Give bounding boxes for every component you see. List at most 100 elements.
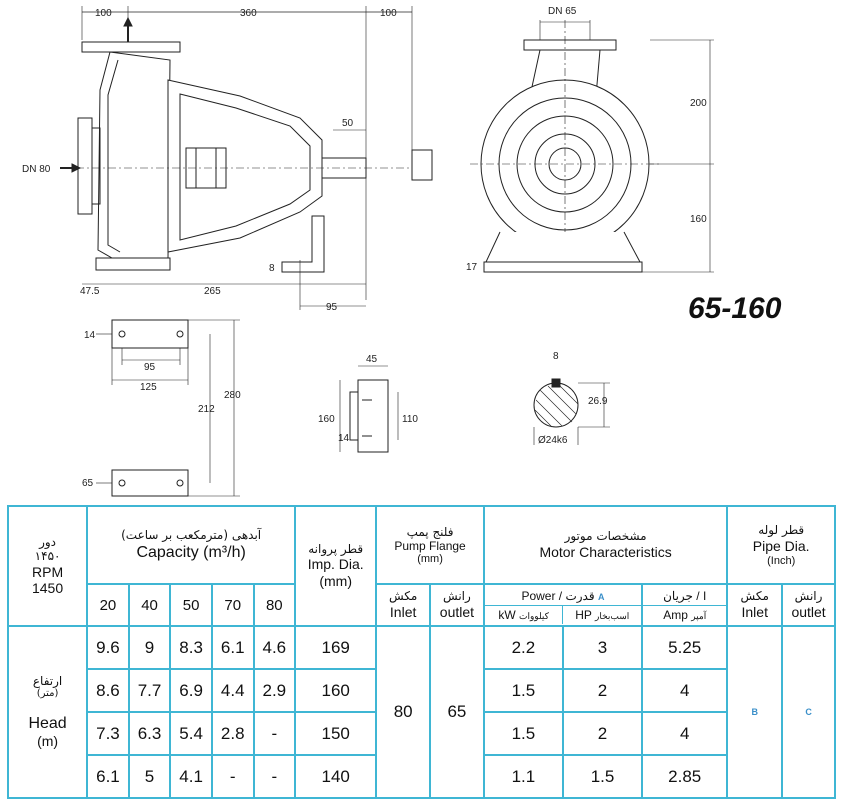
flow-80: 80: [252, 583, 297, 627]
dim-side-200: 200: [690, 98, 707, 109]
head-value: 5: [127, 754, 172, 799]
imp-dia-value: 150: [294, 711, 378, 756]
dim-foot-280: 280: [224, 390, 241, 401]
imp-dia-value: 140: [294, 754, 378, 799]
hp-en: HP: [575, 607, 592, 622]
power-label: Power / قدرت: [521, 588, 595, 603]
pipe-outlet-header: رانش outlet: [781, 583, 836, 627]
head-value: 8.3: [169, 625, 213, 670]
dim-foot-65: 65: [82, 478, 94, 489]
current-label: جریان / I: [643, 587, 727, 606]
pump-drawing: 100 360 100 DN 65 DN 80 50 8 47.5 265 95…: [22, 6, 714, 497]
dim-base-8: 8: [269, 263, 275, 274]
head-cell: ارتفاع (متر) Head (m): [6, 625, 89, 799]
pipe-inlet-header: مکش Inlet: [726, 583, 784, 627]
head-value: 4.4: [210, 668, 255, 713]
amp-fa: آمپر: [691, 610, 707, 621]
head-value: -: [252, 754, 297, 799]
table-row: ارتفاع (متر) Head (m) 9.6 9 8.3 6.1 4.6 …: [6, 625, 836, 799]
capacity-fa: آبدهی (مترمکعب بر ساعت): [121, 528, 262, 543]
pipe-outlet-fa: رانش: [794, 589, 823, 604]
spec-table: دور ۱۴۵۰ RPM 1450 آبدهی (مترمکعب بر ساعت…: [6, 505, 836, 799]
table-row: 7.3 6.3 5.4 2.8 - 150 1.5 2 4: [8, 711, 835, 756]
amp-value: 2.85: [641, 754, 729, 799]
pipe-header: قطر لوله Pipe Dia. (Inch): [726, 505, 836, 585]
dim-top-360: 360: [240, 8, 257, 19]
imp-dia-header: قطر پروانه Imp. Dia. (mm): [294, 505, 378, 627]
inlet-fa: مکش: [388, 589, 418, 604]
table-row: 8.6 7.7 6.9 4.4 2.9 160 1.5 2 4: [8, 668, 835, 713]
head-fa: ارتفاع: [32, 673, 63, 688]
outlet-flange: [81, 41, 181, 53]
head-value: -: [252, 711, 297, 756]
pipe-inlet-fa: مکش: [740, 589, 769, 604]
motor-header: مشخصات موتور Motor Characteristics: [482, 505, 729, 585]
head-value: 6.3: [127, 711, 172, 756]
dim-top-right-100: 100: [380, 8, 397, 19]
flange-en: Pump Flange: [394, 539, 466, 553]
dim-key-8: 8: [553, 351, 559, 362]
imp-en: Imp. Dia.: [307, 556, 364, 573]
pump-flange-header: فلنج پمپ Pump Flange (mm): [375, 505, 485, 585]
kw-value: 2.2: [482, 625, 564, 670]
imp-dia-value: 160: [294, 668, 378, 713]
pipe-en: Pipe Dia.: [752, 537, 810, 554]
amp-value: 4: [641, 711, 729, 756]
amp-value: 4: [641, 668, 729, 713]
head-value: 9.6: [86, 625, 130, 670]
amp-value: 5.25: [641, 625, 729, 670]
dim-foot-212: 212: [198, 404, 215, 415]
pipe-outlet-value: C: [781, 625, 836, 799]
inlet-header: مکش Inlet: [375, 583, 432, 627]
dim-base-265: 265: [204, 286, 221, 297]
table-row: 6.1 5 4.1 - - 140 1.1 1.5 2.85: [8, 754, 835, 799]
head-value: 8.6: [86, 668, 130, 713]
amp-en: Amp: [663, 607, 688, 622]
dim-bracket-45: 45: [366, 354, 378, 365]
flow-20: 20: [86, 583, 130, 627]
motor-fa: مشخصات موتور: [564, 529, 647, 544]
pump-casing: [97, 51, 171, 259]
pipe-inlet-value: B: [726, 625, 784, 799]
rpm-cell: دور ۱۴۵۰ RPM 1450: [6, 505, 89, 627]
dim-bracket-14: 14: [338, 433, 350, 444]
hp-fa: اسب‌بخار: [595, 610, 630, 621]
capacity-en: Capacity (m³/h): [136, 543, 246, 561]
head-value: 6.1: [210, 625, 255, 670]
bracket-detail: [357, 379, 389, 453]
pipe-inlet-en: Inlet: [741, 603, 768, 620]
kw-value: 1.5: [482, 668, 564, 713]
dim-base-95: 95: [326, 302, 338, 313]
head-value: 4.6: [252, 625, 297, 670]
kw-fa: کیلووات: [518, 610, 549, 621]
rpm-fa-num: ۱۴۵۰: [34, 549, 61, 564]
flange-outlet-value: 65: [429, 625, 485, 799]
motor-en: Motor Characteristics: [539, 543, 672, 560]
rpm-en: RPM: [32, 563, 64, 580]
kw-en: kW: [498, 607, 516, 622]
flange-unit: (mm): [417, 553, 443, 566]
model-number: 65-160: [688, 292, 782, 325]
side-outlet-flange: [523, 39, 617, 51]
imp-fa: قطر پروانه: [308, 542, 364, 556]
outlet-en: outlet: [439, 603, 475, 620]
outlet-fa: رانش: [443, 589, 471, 604]
imp-dia-value: 169: [294, 625, 378, 670]
dim-bracket-110: 110: [402, 414, 418, 425]
head-unit: (m): [37, 733, 59, 750]
dim-dn-outlet: DN 65: [548, 6, 577, 17]
rpm-fa: دور: [39, 534, 57, 549]
hp-value: 2: [561, 711, 644, 756]
kw-value: 1.5: [482, 711, 564, 756]
current-header: جریان / I Amp آمپر: [641, 583, 729, 627]
flange-fa: فلنج پمپ: [406, 524, 454, 539]
outlet-header: رانش outlet: [429, 583, 485, 627]
imp-unit: (mm): [319, 573, 353, 590]
power-mark: A: [597, 591, 605, 602]
head-value: 7.7: [127, 668, 172, 713]
dim-top-left-100: 100: [95, 8, 112, 19]
pipe-outlet-en: outlet: [791, 603, 826, 620]
head-en: Head: [28, 715, 67, 733]
pipe-fa: قطر لوله: [758, 523, 805, 538]
head-value: -: [210, 754, 255, 799]
